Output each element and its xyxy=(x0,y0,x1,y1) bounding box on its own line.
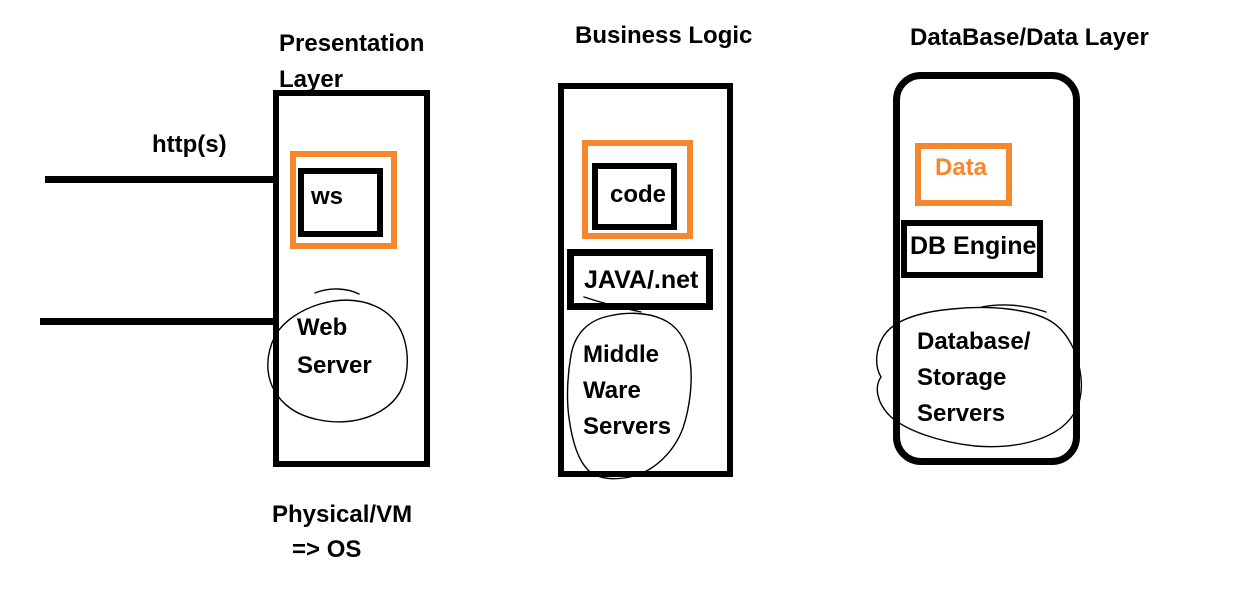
java-net-box xyxy=(567,249,713,310)
os-label: => OS xyxy=(292,536,362,563)
presentation-layer-box xyxy=(273,90,430,467)
code-box xyxy=(592,163,677,230)
middleware-servers-label: Middle Ware Servers xyxy=(583,341,672,440)
http-line-bottom xyxy=(40,318,274,325)
java-net-label: JAVA/.net xyxy=(584,266,699,294)
physical-vm-label: Physical/VM xyxy=(272,501,413,528)
database-layer-title: DataBase/Data Layer xyxy=(910,24,1149,51)
database-layer-box xyxy=(893,72,1080,465)
code-label: code xyxy=(610,181,667,208)
business-logic-box xyxy=(558,83,733,477)
presentation-layer-title: Presentation Layer xyxy=(279,30,425,93)
db-engine-label: DB Engine xyxy=(910,232,1037,260)
db-engine-box xyxy=(901,220,1043,278)
database-storage-servers-label: Database/ Storage Servers xyxy=(917,328,1031,427)
ws-box xyxy=(298,168,383,237)
http-line-top xyxy=(45,176,274,183)
business-logic-title: Business Logic xyxy=(575,22,753,49)
ws-label: ws xyxy=(311,183,344,210)
data-orange-frame xyxy=(915,143,1012,206)
http-label: http(s) xyxy=(152,131,227,158)
web-server-label: Web Server xyxy=(297,314,372,379)
code-orange-frame xyxy=(582,140,693,239)
data-label: Data xyxy=(935,154,988,181)
ws-orange-frame xyxy=(290,151,397,249)
